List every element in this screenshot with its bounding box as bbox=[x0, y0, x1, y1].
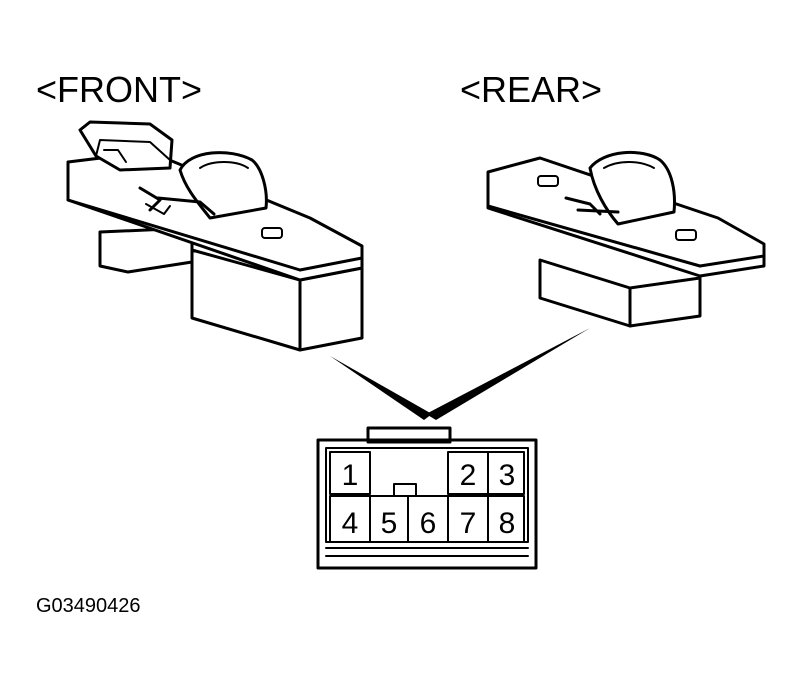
pin-number-8: 8 bbox=[499, 507, 516, 540]
front-label: <FRONT> bbox=[36, 69, 202, 110]
pin-number-7: 7 bbox=[460, 507, 477, 540]
pin-number-2: 2 bbox=[460, 459, 477, 492]
pin-number-6: 6 bbox=[420, 507, 437, 540]
connector-face: 1 2 3 4 5 6 7 8 bbox=[316, 426, 538, 570]
pin-cell-8 bbox=[487, 495, 525, 543]
pin-number-3: 3 bbox=[499, 459, 516, 492]
leader-lines bbox=[330, 328, 590, 420]
pin-cell-1 bbox=[329, 451, 371, 495]
front-switch-illustration bbox=[66, 120, 364, 352]
figure-code: G03490426 bbox=[36, 595, 141, 617]
pin-number-4: 4 bbox=[342, 507, 359, 540]
pin-number-5: 5 bbox=[381, 507, 398, 540]
rear-label: <REAR> bbox=[460, 69, 602, 110]
pin-cell-3 bbox=[487, 451, 525, 495]
pin-number-1: 1 bbox=[342, 459, 359, 492]
rear-switch-illustration bbox=[486, 150, 766, 328]
